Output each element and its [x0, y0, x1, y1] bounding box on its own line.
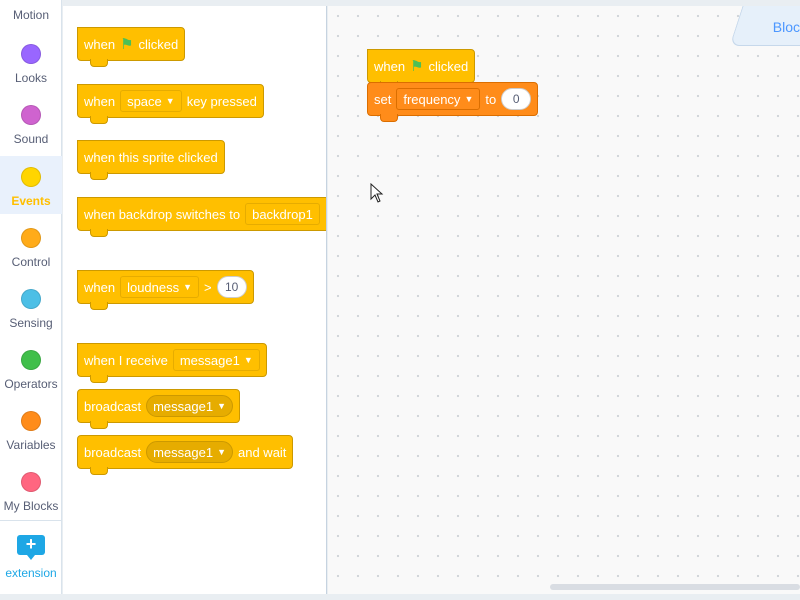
operators-dot-icon: [21, 350, 41, 370]
category-operators[interactable]: Operators: [0, 350, 62, 406]
dropdown-value: frequency: [403, 91, 461, 107]
block-text: clicked: [428, 58, 469, 74]
block-palette: when ⚑ clicked when space ▼ key pressed …: [63, 6, 327, 594]
when-loudness-block[interactable]: when loudness ▼ > 10: [77, 255, 254, 310]
broadcast-and-wait-block[interactable]: broadcast message1 ▼ and wait: [77, 435, 294, 475]
script-workspace[interactable]: when ⚑ clicked set frequency ▼ to 0: [328, 6, 800, 594]
tab-blocks[interactable]: Bloc: [729, 6, 800, 46]
category-label: Control: [11, 255, 51, 269]
variables-dot-icon: [21, 411, 41, 431]
when-key-pressed-block[interactable]: when space ▼ key pressed: [77, 69, 264, 124]
category-label: Operators: [4, 377, 58, 391]
sensing-dot-icon: [21, 289, 41, 309]
horizontal-scrollbar[interactable]: [550, 584, 800, 590]
block-text: broadcast: [84, 398, 142, 414]
extension-label: extension: [5, 566, 57, 580]
chevron-down-icon: ▼: [464, 94, 474, 104]
category-label: Sound: [13, 132, 49, 146]
threshold-input[interactable]: 10: [216, 276, 247, 298]
block-text: when I receive: [84, 352, 168, 368]
category-looks[interactable]: Looks: [0, 44, 62, 100]
category-label: Looks: [14, 71, 48, 85]
block-text: when: [84, 36, 116, 52]
events-dot-icon: [21, 167, 41, 187]
chevron-down-icon: ▼: [183, 282, 193, 292]
dropdown-value: message1: [153, 398, 214, 414]
operator-text: >: [204, 279, 212, 295]
when-backdrop-switches-block[interactable]: when backdrop switches to backdrop1: [77, 182, 326, 237]
variable-dropdown[interactable]: frequency ▼: [396, 88, 481, 110]
chevron-down-icon: ▼: [217, 447, 226, 457]
block-text: when: [84, 93, 116, 109]
block-text: when: [84, 279, 116, 295]
block-text: set: [374, 91, 392, 107]
category-my-blocks[interactable]: My Blocks: [0, 472, 62, 528]
category-variables[interactable]: Variables: [0, 411, 62, 467]
mouse-pointer-icon: [370, 183, 384, 203]
key-dropdown[interactable]: space ▼: [120, 90, 182, 112]
looks-dot-icon: [21, 44, 41, 64]
category-divider: [0, 520, 62, 521]
block-text: when backdrop switches to: [84, 206, 241, 222]
block-text: key pressed: [186, 93, 257, 109]
dropdown-value: space: [127, 93, 162, 109]
block-text: clicked: [138, 36, 179, 52]
broadcast-block[interactable]: broadcast message1 ▼: [77, 389, 240, 429]
category-sound[interactable]: Sound: [0, 105, 62, 161]
block-text: to: [485, 91, 497, 107]
dropdown-value: backdrop1: [252, 206, 313, 222]
category-sensing[interactable]: Sensing: [0, 289, 62, 345]
add-extension-icon: +: [17, 535, 45, 560]
dropdown-value: message1: [153, 444, 214, 460]
category-label: Variables: [6, 438, 56, 452]
sound-dot-icon: [21, 105, 41, 125]
message-dropdown[interactable]: message1 ▼: [172, 349, 260, 371]
set-variable-block[interactable]: set frequency ▼ to 0: [367, 82, 539, 122]
block-text: broadcast: [84, 444, 142, 460]
category-events[interactable]: Events: [0, 156, 62, 214]
backdrop-dropdown[interactable]: backdrop1: [245, 203, 320, 225]
when-flag-clicked-script[interactable]: when ⚑ clicked: [367, 34, 476, 89]
category-label: Motion: [12, 8, 50, 22]
my-blocks-dot-icon: [21, 472, 41, 492]
sensor-dropdown[interactable]: loudness ▼: [120, 276, 200, 298]
extension-button[interactable]: + extension: [0, 535, 62, 581]
block-text: and wait: [238, 444, 287, 460]
dropdown-value: loudness: [127, 279, 180, 295]
category-motion[interactable]: Motion: [0, 0, 62, 26]
tab-label: Bloc: [772, 19, 800, 35]
message-dropdown[interactable]: message1 ▼: [146, 441, 233, 463]
when-flag-clicked-block[interactable]: when ⚑ clicked: [77, 12, 186, 67]
green-flag-icon: ⚑: [410, 57, 424, 75]
category-sidebar: Motion Looks Sound Events Control Sensin…: [0, 0, 62, 594]
category-control[interactable]: Control: [0, 228, 62, 284]
green-flag-icon: ⚑: [120, 35, 134, 53]
message-dropdown[interactable]: message1 ▼: [146, 395, 233, 417]
control-dot-icon: [21, 228, 41, 248]
chevron-down-icon: ▼: [165, 96, 175, 106]
chevron-down-icon: ▼: [243, 355, 253, 365]
value-input[interactable]: 0: [501, 88, 532, 110]
when-i-receive-block[interactable]: when I receive message1 ▼: [77, 328, 267, 383]
block-text: when: [374, 58, 406, 74]
category-label: My Blocks: [3, 499, 59, 513]
when-sprite-clicked-block[interactable]: when this sprite clicked: [77, 125, 225, 180]
chevron-down-icon: ▼: [217, 401, 226, 411]
dropdown-value: message1: [179, 352, 240, 368]
category-label: Sensing: [9, 316, 53, 330]
category-label: Events: [11, 194, 51, 208]
block-text: when this sprite clicked: [84, 149, 218, 165]
